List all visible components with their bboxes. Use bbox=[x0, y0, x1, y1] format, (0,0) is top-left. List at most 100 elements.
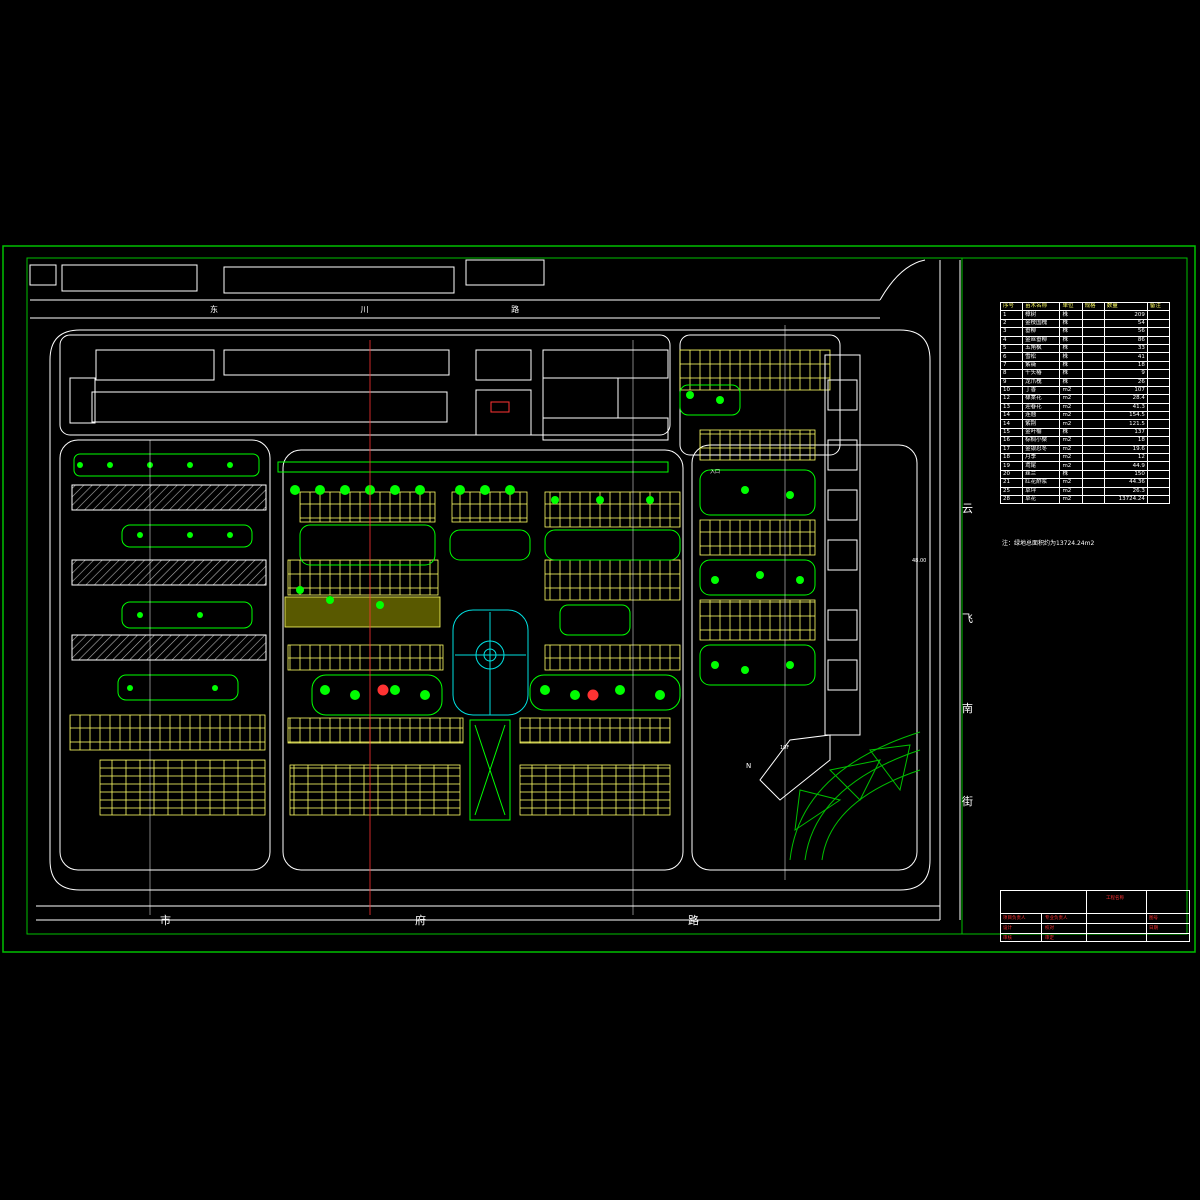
schedule-cell bbox=[1081, 494, 1105, 505]
east-street-label-4: 街 bbox=[962, 795, 973, 808]
schedule-cell: 金叶榆 bbox=[1022, 427, 1061, 438]
schedule-cell: 19 bbox=[999, 461, 1024, 471]
tb-discipline: 专业负责人 bbox=[1045, 916, 1068, 921]
schedule-cell bbox=[1081, 369, 1105, 379]
schedule-cell: 86 bbox=[1103, 335, 1148, 345]
schedule-cell: 月季 bbox=[1022, 453, 1061, 463]
schedule-cell: 20 bbox=[999, 469, 1024, 480]
schedule-cell: m2 bbox=[1059, 444, 1083, 455]
tree-symbols bbox=[77, 391, 804, 700]
schedule-cell: 6 bbox=[999, 352, 1024, 362]
schedule-cell: 金银忍冬 bbox=[1022, 444, 1061, 455]
schedule-cell: 2 bbox=[999, 318, 1024, 329]
schedule-cell: 16 bbox=[999, 436, 1024, 446]
schedule-cell bbox=[1081, 318, 1105, 329]
schedule-cell bbox=[1146, 318, 1171, 329]
schedule-cell: 1 bbox=[999, 310, 1024, 320]
schedule-cell bbox=[1081, 310, 1105, 320]
schedule-cell: 紫薇 bbox=[1022, 360, 1061, 371]
schedule-header-cell: 规格 bbox=[1081, 301, 1105, 312]
schedule-cell bbox=[1146, 394, 1171, 404]
schedule-cell: 41 bbox=[1103, 352, 1148, 362]
roads bbox=[30, 259, 961, 921]
schedule-cell: 26.3 bbox=[1103, 486, 1148, 497]
schedule-cell bbox=[1081, 453, 1105, 463]
schedule-cell bbox=[1146, 377, 1171, 387]
schedule-cell: 107 bbox=[1103, 385, 1148, 396]
schedule-cell: 株 bbox=[1059, 369, 1083, 379]
schedule-cell: 41.3 bbox=[1103, 402, 1148, 413]
schedule-header-row: 序号苗木名称单位规格数量备注 bbox=[999, 301, 1171, 312]
schedule-cell: 7 bbox=[999, 360, 1024, 371]
schedule-cell: 株 bbox=[1059, 377, 1083, 387]
schedule-cell: 10 bbox=[999, 385, 1024, 396]
schedule-cell: m2 bbox=[1059, 486, 1083, 497]
schedule-cell: 18 bbox=[1103, 436, 1148, 446]
schedule-cell: 54 bbox=[1103, 318, 1148, 329]
schedule-cell: 樟树 bbox=[1022, 310, 1061, 320]
title-block: 工程名称 项目负责人 专业负责人 设计 校对 审核 审定 图号 日期 bbox=[1000, 890, 1190, 942]
schedule-cell bbox=[1081, 411, 1105, 421]
green-area-note: 注：绿地总面积约为13724.24m2 bbox=[1002, 540, 1095, 547]
tb-lead: 项目负责人 bbox=[1003, 916, 1026, 921]
schedule-cell bbox=[1146, 369, 1171, 379]
schedule-cell: 株 bbox=[1059, 327, 1083, 337]
schedule-cell: 33 bbox=[1103, 343, 1148, 354]
schedule-cell: 18 bbox=[999, 453, 1024, 463]
east-street-label-1: 云 bbox=[962, 502, 973, 515]
schedule-header-cell: 苗木名称 bbox=[1022, 301, 1061, 312]
schedule-cell: 15 bbox=[999, 427, 1024, 438]
schedule-cell: m2 bbox=[1059, 394, 1083, 404]
schedule-cell bbox=[1081, 427, 1105, 438]
outer-frame bbox=[2, 245, 1196, 953]
schedule-cell bbox=[1146, 478, 1171, 488]
schedule-cell: m2 bbox=[1059, 411, 1083, 421]
schedule-cell: 9 bbox=[999, 377, 1024, 387]
schedule-cell: 株 bbox=[1059, 335, 1083, 345]
schedule-cell: 丁香 bbox=[1022, 385, 1061, 396]
schedule-cell: m2 bbox=[1059, 461, 1083, 471]
schedule-cell: 垂柳 bbox=[1022, 327, 1061, 337]
schedule-cell: 13 bbox=[999, 402, 1024, 413]
schedule-cell: 18 bbox=[1103, 360, 1148, 371]
schedule-cell: 棕榈小檗 bbox=[1022, 436, 1061, 446]
tb-date: 日期 bbox=[1149, 926, 1158, 931]
schedule-cell: 4 bbox=[999, 335, 1024, 345]
schedule-cell: 28.4 bbox=[1103, 394, 1148, 404]
schedule-cell bbox=[1081, 377, 1105, 387]
schedule-cell: 草坪 bbox=[1022, 486, 1061, 497]
tb-review: 审核 bbox=[1003, 936, 1012, 941]
schedule-cell: 红花酢浆 bbox=[1022, 478, 1061, 488]
schedule-cell bbox=[1081, 461, 1105, 471]
southeast-arc-planting bbox=[789, 731, 921, 861]
schedule-cell bbox=[1081, 419, 1105, 429]
schedule-cell bbox=[1146, 444, 1171, 455]
schedule-cell bbox=[1146, 427, 1171, 438]
schedule-cell bbox=[1146, 310, 1171, 320]
schedule-cell bbox=[1081, 444, 1105, 455]
schedule-cell: 5 bbox=[999, 343, 1024, 354]
schedule-cell: 12 bbox=[1103, 453, 1148, 463]
schedule-cell: 9 bbox=[1103, 369, 1148, 379]
schedule-cell: 紫荆 bbox=[1022, 419, 1061, 429]
schedule-cell: 137 bbox=[1103, 427, 1148, 438]
schedule-cell: 26 bbox=[1103, 377, 1148, 387]
inner-frame bbox=[26, 257, 1188, 935]
schedule-cell: 3 bbox=[999, 327, 1024, 337]
schedule-cell: 金丝垂柳 bbox=[1022, 335, 1061, 345]
schedule-cell: 迎春花 bbox=[1022, 402, 1061, 413]
schedule-cell: 44.9 bbox=[1103, 461, 1148, 471]
schedule-cell: m2 bbox=[1059, 453, 1083, 463]
